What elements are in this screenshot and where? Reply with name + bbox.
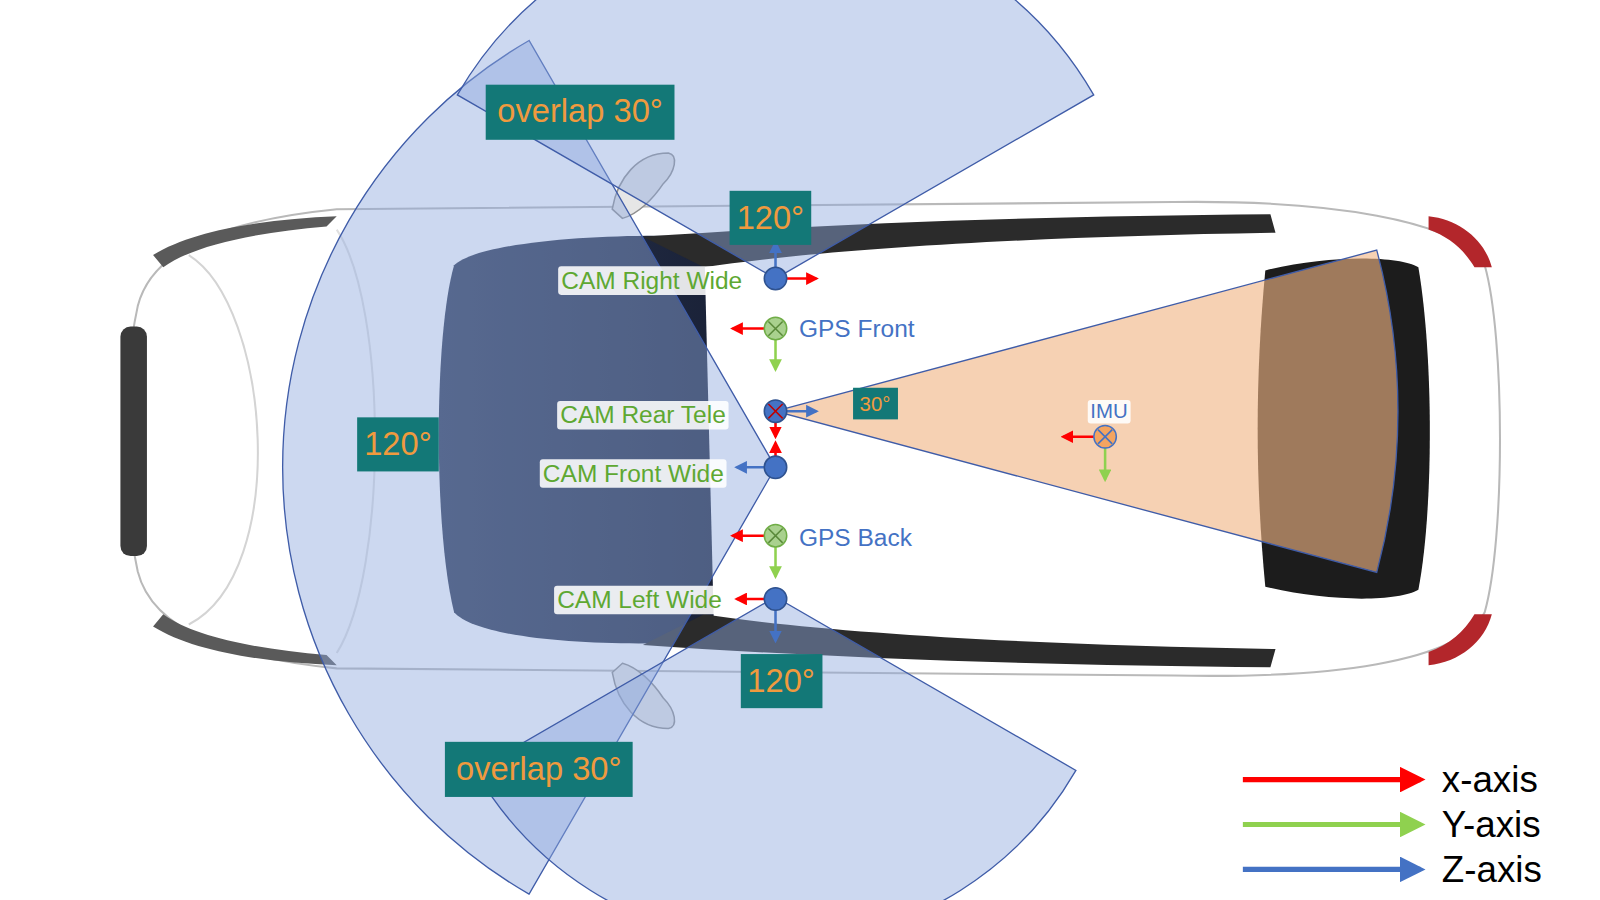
sensor-dots: [764, 267, 1116, 610]
car-body: [120, 153, 1500, 729]
sensor-axes: [733, 243, 1105, 641]
angle-badge: 120°: [357, 417, 439, 471]
angle-value: 120°: [364, 426, 432, 462]
angle-badge: 30°: [853, 388, 898, 420]
field-of-view: [283, 0, 1398, 900]
legend-label: Z-axis: [1442, 849, 1542, 889]
angle-badge: 120°: [730, 191, 812, 245]
angle-value: 30°: [860, 392, 891, 414]
sensor-label: CAM Rear Tele: [557, 401, 729, 429]
angle-badge: overlap 30°: [445, 742, 633, 797]
angle-badge: overlap 30°: [486, 85, 675, 140]
sensor-label: GPS Front: [796, 314, 918, 342]
angle-value: 120°: [737, 200, 805, 236]
angle-value: overlap 30°: [456, 751, 622, 787]
sensor-label: CAM Front Wide: [540, 459, 727, 487]
legend-label: x-axis: [1442, 759, 1538, 799]
sensor-label: IMU: [1087, 399, 1131, 422]
angle-value: 120°: [747, 663, 815, 699]
legend-arrows: [1243, 780, 1421, 870]
angle-value: overlap 30°: [497, 94, 663, 130]
sensor-label: CAM Left Wide: [554, 586, 725, 614]
legend-label: Y-axis: [1442, 804, 1541, 844]
angle-badge: 120°: [740, 654, 822, 708]
sensor-label: GPS Back: [796, 523, 915, 551]
sensor-label: CAM Right Wide: [558, 266, 745, 294]
